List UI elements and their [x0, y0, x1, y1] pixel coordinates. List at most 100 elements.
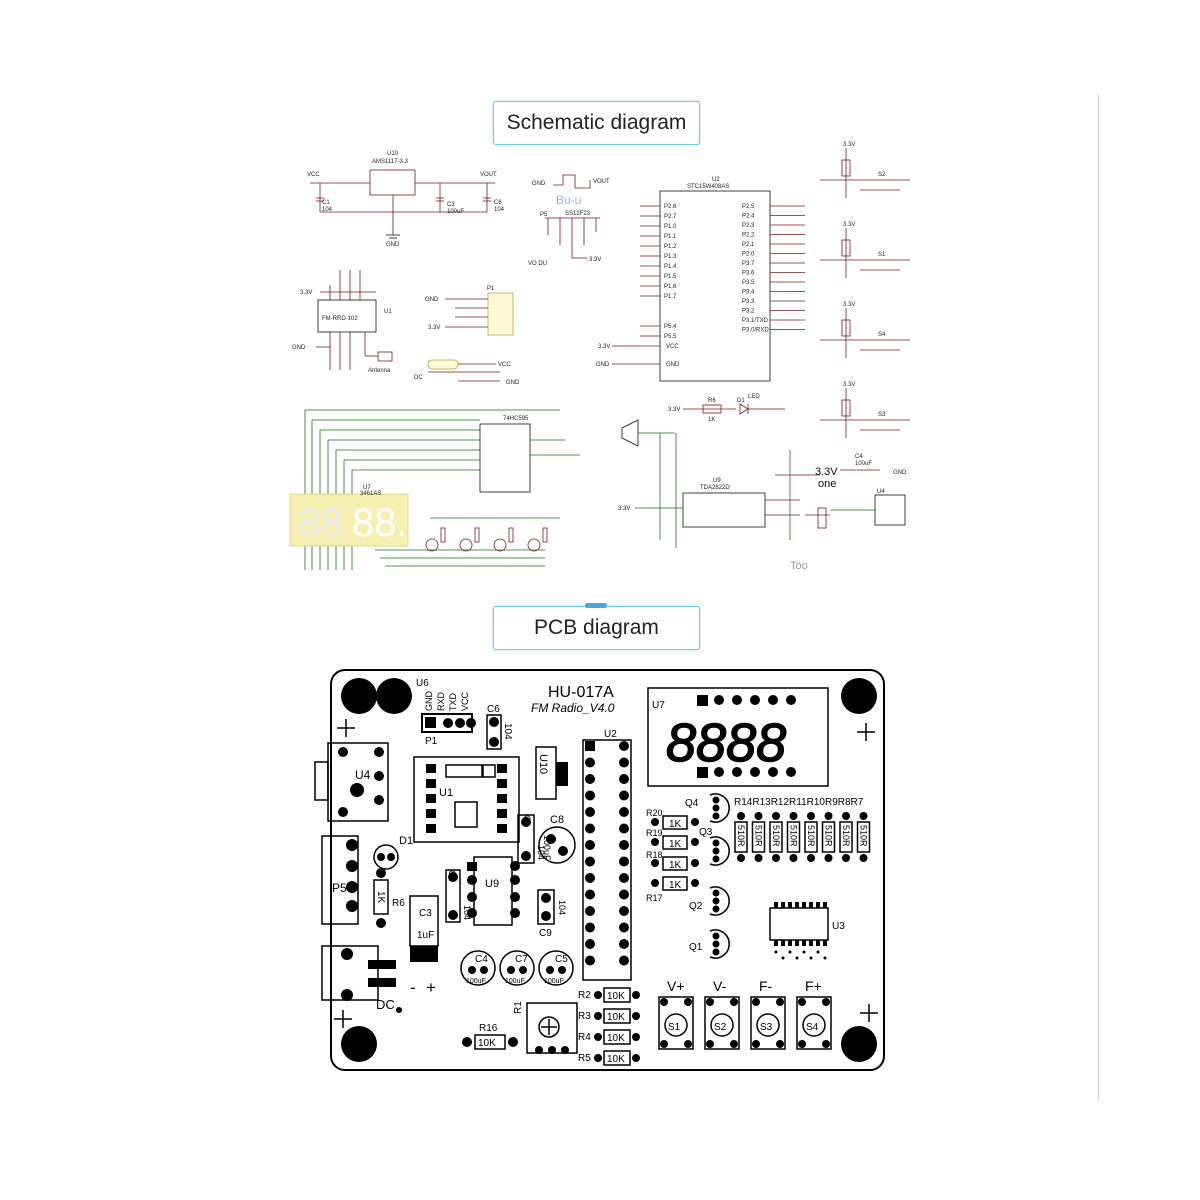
svg-text:88: 88 [298, 501, 343, 545]
header-p1 [421, 713, 473, 733]
fm-3v3-label: 3.3V [300, 290, 312, 296]
u6-ref: U6 [416, 678, 429, 689]
regulator-block: U10 AMS1117-3.3 VCC VOUT GND C1 104 C3 1… [307, 151, 505, 248]
c1-value: 104 [536, 845, 546, 860]
switch-ref: S2 [878, 172, 886, 178]
mcu-right-pins: P2.5P2.4P2.3P2.2P2.1P2.0P3.7P3.6P3.5P3.4… [742, 204, 805, 334]
q3-label: Q3 [699, 827, 713, 838]
c3-value: 100uF [447, 209, 464, 215]
c3-ref: C3 [447, 202, 455, 208]
button-label: V+ [667, 978, 685, 994]
r17-value: 1K [669, 880, 682, 891]
button-ref: S4 [806, 1022, 819, 1033]
u7-digits: 8888 [666, 713, 786, 773]
c1-ref: C1 [322, 200, 330, 206]
header-pin-label: GND [424, 691, 434, 712]
switch-ref: S3 [878, 412, 886, 418]
c8-value: 100uF [542, 835, 552, 861]
mounting-holes [341, 678, 877, 1062]
fm-gnd-label: GND [292, 345, 306, 351]
amp-3v3-big-label: 3.3V [815, 466, 838, 478]
r6-value: 1K [708, 417, 715, 423]
mcu-right-pin: P3.6 [742, 271, 755, 277]
c5-label: C5 [555, 954, 568, 965]
c8-label: C8 [550, 814, 564, 826]
c6-value: 104 [494, 207, 505, 213]
d1-label: LED [748, 394, 760, 400]
mcu-gnd-label: GND [596, 362, 610, 368]
mcu-right-pin: P3.2 [742, 309, 755, 315]
u2-pads [585, 741, 629, 966]
header-pin-label: TXD [448, 692, 458, 711]
c6-label: C6 [487, 704, 500, 715]
u3-pads [774, 902, 827, 960]
r-top-value: 510R [824, 825, 834, 847]
header-p1-block: P1 GND 3.3V [425, 286, 514, 336]
c4-value: 100uF [466, 978, 486, 985]
u4-jack [327, 742, 389, 822]
p1-ref: P1 [487, 286, 495, 292]
c7-label: C7 [515, 954, 528, 965]
u7-ref: U7 [652, 700, 665, 711]
r6-ref: R6 [708, 398, 716, 404]
button-label: F- [759, 978, 773, 994]
header-pin-label: VCC [460, 691, 470, 711]
p1-3v3-label: 3.3V [428, 325, 440, 331]
c3-value: 1uF [417, 930, 434, 941]
r18-label: R18 [646, 850, 663, 860]
reg-vout-label: VOUT [480, 172, 497, 178]
button-ref: S1 [668, 1022, 681, 1033]
mcu-block: U2 STC15W408AS P2.6P2.7P1.0P1.1P1.2P1.3P… [596, 177, 805, 382]
button-ref: S3 [760, 1022, 773, 1033]
c3-plus: + [426, 978, 436, 997]
amp-one-label: one [818, 478, 836, 490]
u3-label: U3 [832, 921, 845, 932]
mcu-left-pin: P1.6 [664, 284, 677, 290]
mcu-left-pin: P5.4 [664, 324, 677, 330]
mcu-ref: U2 [712, 177, 720, 183]
pcb-button-2: V-S2 [704, 978, 740, 1050]
c4-value: 100uF [855, 461, 872, 467]
u7-display-outline [647, 687, 829, 787]
mcu-left-pin: P1.5 [664, 274, 677, 280]
fm-module-block: U1 FM-RRD-102 3.3V GND Antenna [292, 270, 393, 374]
mcu-right-pin: P3.4 [742, 290, 755, 296]
r5-value: 10K [607, 1054, 625, 1065]
r19-label: R19 [646, 828, 663, 838]
mcu-3v3-label: 3.3V [598, 344, 610, 350]
mcu-right-pin: P3.7 [742, 261, 755, 267]
pcb-title: HU-017A [548, 684, 614, 701]
resistors-r2-r5: R2 R3 R4 R5 10K 10K 10K 10K [578, 987, 640, 1066]
schematic-diagram-label: Schematic diagram [493, 101, 700, 145]
plus-marks [334, 719, 878, 1028]
seven-seg-display: 88 88.8. U7 3461AS [289, 485, 441, 547]
r-top-value: 510R [841, 825, 851, 847]
amplifier-block: U9 TDA2822D 3.3V 3.3V one Too C4 100uF G… [618, 419, 907, 572]
mcu-left-pin: P1.2 [664, 244, 677, 250]
mcu-left-pin: P2.6 [664, 204, 677, 210]
pcb-button-4: F+S4 [796, 978, 832, 1050]
r-top-value: 510R [859, 825, 869, 847]
mcu-left-pins: P2.6P2.7P1.0P1.1P1.2P1.3P1.4P1.5P1.6P1.7… [640, 204, 677, 340]
r5-label: R5 [578, 1053, 591, 1064]
c1-value: 104 [322, 207, 333, 213]
mcu-left-pin: P5.5 [664, 334, 677, 340]
mcu-left-pin: P1.3 [664, 254, 677, 260]
r1-pot [526, 1002, 578, 1054]
mcu-right-pin: P3.0/RXD [742, 328, 769, 334]
jack-ref: U4 [877, 489, 885, 495]
c3-label: C3 [419, 908, 432, 919]
button-ref: S2 [714, 1022, 727, 1033]
display-driver-block: 74HC595 [304, 409, 580, 570]
p5-connector [321, 835, 359, 925]
amp-3v3-label: 3.3V [618, 506, 630, 512]
switch-3v3-label: 3.3V [843, 222, 855, 228]
usb-gnd-label: GND [532, 181, 546, 187]
r-top-value: 510R [736, 825, 746, 847]
u9-label: U9 [485, 878, 499, 890]
u9-ref: U9 [713, 478, 721, 484]
mcu-right-pin: P3.1/TXD [742, 318, 769, 324]
schematic-diagram: U10 AMS1117-3.3 VCC VOUT GND C1 104 C3 1… [289, 142, 910, 572]
dc-jack [321, 945, 379, 1001]
c6-ref: C6 [494, 200, 502, 206]
